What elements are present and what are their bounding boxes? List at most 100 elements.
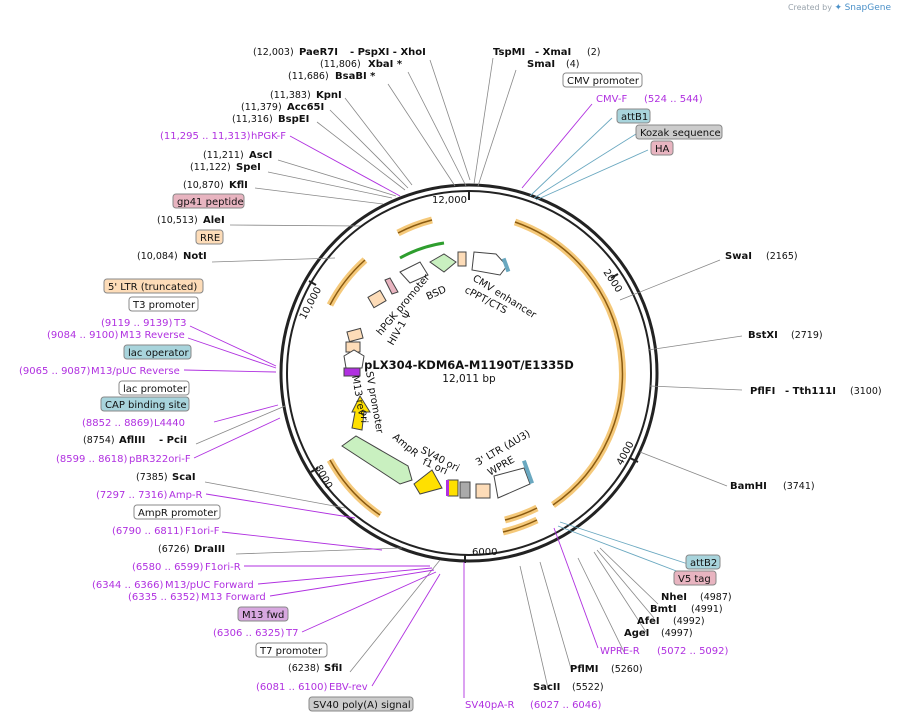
enzyme-name[interactable]: KpnI: [316, 90, 342, 101]
feature-box-label: T7 promoter: [259, 646, 323, 657]
enzyme-name[interactable]: KflI: [229, 180, 248, 191]
feature-box[interactable]: [128, 296, 199, 312]
enzyme-name[interactable]: PflFI: [750, 386, 775, 397]
enzyme-name[interactable]: AfeI: [637, 616, 660, 627]
boxed-features: CMV promoter attB1 Kozak sequence HA gp4…: [100, 72, 723, 712]
primer-name[interactable]: EBV-rev: [329, 682, 368, 693]
feature-box-label: M13 fwd: [242, 610, 284, 621]
enzyme-name[interactable]: AscI: [249, 150, 272, 161]
orf-band-right-core: [514, 221, 624, 506]
enzyme-name[interactable]: AflIII: [119, 435, 145, 446]
enzyme-name[interactable]: AleI: [203, 215, 225, 226]
enzyme-name[interactable]: SmaI: [527, 59, 555, 70]
feature-box-label: RRE: [200, 233, 220, 244]
enzyme-pos: (11,806): [320, 59, 361, 70]
feature-box[interactable]: [123, 344, 192, 360]
enzyme-name[interactable]: NheI: [661, 592, 687, 603]
primer-range: (6306 .. 6325): [213, 628, 285, 639]
primer-range: (6335 .. 6352): [128, 592, 200, 603]
primer-range: (6027 .. 6046): [530, 700, 602, 711]
enzyme-name[interactable]: AgeI: [624, 628, 649, 639]
feature-box[interactable]: [616, 108, 651, 124]
primer-name[interactable]: Amp-R: [169, 490, 203, 501]
primer-name[interactable]: M13 Forward: [201, 592, 266, 603]
feature-box-label: Kozak sequence: [640, 128, 721, 139]
primer-range: (6344 .. 6366): [92, 580, 164, 591]
primer-name[interactable]: T3: [173, 318, 186, 329]
enzyme-name[interactable]: SpeI: [236, 162, 261, 173]
enzyme-pos: (4992): [673, 616, 705, 627]
credit-prefix: Created by: [787, 3, 832, 12]
primer-name[interactable]: T7: [285, 628, 298, 639]
f1-ori-arrow: [413, 469, 443, 495]
primer-name[interactable]: hPGK-F: [251, 131, 286, 142]
tick-label-6000: 6000: [472, 547, 497, 558]
enzyme-name[interactable]: BamHI: [730, 481, 767, 492]
primer-name[interactable]: M13 Reverse: [120, 330, 185, 341]
enzyme-extra[interactable]: - XmaI: [535, 47, 571, 58]
enzyme-name[interactable]: BmtI: [650, 604, 677, 615]
primer-name[interactable]: F1ori-F: [185, 526, 220, 537]
feature-box[interactable]: [308, 696, 414, 712]
primer-range: (8599 .. 8618): [56, 454, 128, 465]
primer-name[interactable]: F1ori-R: [205, 562, 241, 573]
enzyme-extra[interactable]: - Tth111I: [785, 386, 836, 397]
primer-name[interactable]: L4440: [154, 418, 185, 429]
enzyme-name[interactable]: ScaI: [172, 472, 196, 483]
hiv-psi-marker: [384, 277, 399, 295]
enzyme-name[interactable]: TspMI: [493, 47, 525, 58]
primer-name[interactable]: SV40pA-R: [465, 700, 514, 711]
feature-box[interactable]: [195, 229, 224, 245]
enzyme-name[interactable]: SfiI: [324, 663, 342, 674]
feature-box[interactable]: [673, 570, 717, 586]
feature-box-label: CMV promoter: [567, 76, 640, 87]
enzyme-pos: (10,513): [157, 215, 198, 226]
primer-name[interactable]: M13/pUC Reverse: [91, 366, 180, 377]
enzyme-name[interactable]: NotI: [183, 251, 207, 262]
primer-range: (9119 .. 9139): [101, 318, 173, 329]
orf-band-left-top-core: [329, 259, 366, 306]
cppt-marker: [457, 251, 467, 267]
feature-box[interactable]: [635, 124, 723, 140]
feature-box[interactable]: [685, 554, 721, 570]
enzyme-name[interactable]: SacII: [533, 682, 560, 693]
feature-box[interactable]: [100, 396, 190, 412]
lac-stripe: [343, 367, 361, 377]
feature-box-label: attB1: [621, 112, 648, 123]
enzyme-name[interactable]: BstXI: [748, 330, 778, 341]
feature-box-label: AmpR promoter: [138, 508, 218, 519]
primer-name[interactable]: CMV-F: [596, 94, 627, 105]
enzyme-name[interactable]: SwaI: [725, 251, 752, 262]
plasmid-name: pLX304-KDM6A-M1190T/E1335D: [364, 358, 574, 372]
orf-band-left-bottom-core: [329, 459, 381, 516]
primer-range: (9084 .. 9100): [47, 330, 119, 341]
credit-brand: SnapGene: [844, 3, 891, 13]
primer-name[interactable]: WPRE-R: [600, 646, 640, 657]
primer-name[interactable]: pBR322ori-F: [129, 454, 191, 465]
enzyme-name[interactable]: Acc65I: [287, 102, 324, 113]
inner-label-sv-promoter: SV promoter: [363, 371, 385, 436]
feature-box[interactable]: [172, 193, 245, 209]
orf-band-bottom-right-core: [504, 507, 538, 521]
enzyme-name[interactable]: PaeR7I: [299, 47, 338, 58]
primer-name[interactable]: M13/pUC Forward: [165, 580, 254, 591]
enzyme-extra[interactable]: - PciI: [159, 435, 187, 446]
ltr-box-1: [346, 327, 364, 343]
enzyme-name[interactable]: XbaI *: [368, 59, 403, 70]
feature-box[interactable]: [133, 504, 221, 520]
enzyme-name[interactable]: BspEI: [278, 114, 309, 125]
feature-box[interactable]: [237, 606, 289, 622]
enzyme-name[interactable]: BsaBI *: [335, 71, 376, 82]
feature-box[interactable]: [103, 278, 204, 294]
feature-box[interactable]: [650, 140, 674, 156]
rre-box: [367, 289, 387, 309]
primer-range: (6790 .. 6811): [112, 526, 184, 537]
feature-box[interactable]: [562, 72, 643, 88]
enzyme-name[interactable]: PflMI: [570, 664, 598, 675]
enzyme-name[interactable]: DraIII: [194, 544, 225, 555]
enzyme-extra[interactable]: - PspXI - XhoI: [350, 47, 426, 58]
feature-box[interactable]: [255, 642, 328, 658]
enzyme-pos: (10,870): [183, 180, 224, 191]
sv40-stripe: [446, 480, 449, 496]
feature-box[interactable]: [118, 380, 190, 396]
